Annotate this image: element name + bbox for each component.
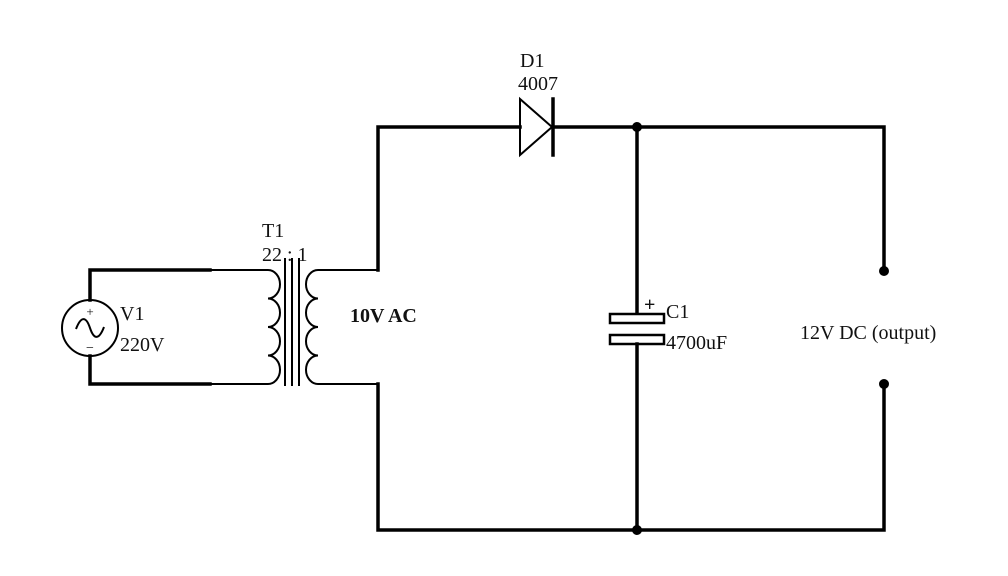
ac-source-v1: + − V1 220V [61, 268, 212, 386]
source-minus-symbol: − [86, 341, 94, 356]
cap-plus-symbol: + [644, 294, 655, 316]
wire-diode-to-output [554, 125, 886, 270]
cap-ref-label: C1 [666, 301, 689, 323]
junction-bottom [632, 525, 642, 535]
secondary-coil [305, 269, 319, 385]
diode-ref-label: D1 [520, 50, 544, 72]
sine-wave-icon [75, 318, 105, 338]
wire-left-bottom [376, 382, 639, 532]
source-bottom-wire [88, 354, 212, 386]
cap-value-label: 4700uF [666, 332, 727, 354]
source-plus-symbol: + [86, 304, 93, 319]
source-value-label: 220V [120, 334, 165, 356]
source-ref-label: V1 [120, 303, 144, 325]
output-terminal-positive [879, 266, 889, 276]
output-label: 12V DC (output) [800, 322, 936, 344]
ac-source-circle [61, 299, 119, 357]
junction-top [632, 122, 642, 132]
wire-output-return [635, 382, 886, 532]
diode-triangle [519, 96, 554, 158]
transformer-ratio-label: 22 : 1 [262, 244, 308, 266]
secondary-voltage-label: 10V AC [350, 305, 417, 327]
diode-value-label: 4007 [518, 73, 558, 95]
transformer-ref-label: T1 [262, 220, 284, 242]
capacitor-c1: + C1 4700uF [608, 125, 727, 532]
wire-left-top [376, 125, 522, 272]
output-terminal-negative [879, 379, 889, 389]
primary-coil [267, 269, 281, 385]
diode-d1: D1 4007 [518, 50, 558, 158]
source-top-wire [88, 268, 212, 302]
transformer-t1: T1 22 : 1 [210, 220, 378, 386]
cap-top-plate [608, 312, 666, 325]
